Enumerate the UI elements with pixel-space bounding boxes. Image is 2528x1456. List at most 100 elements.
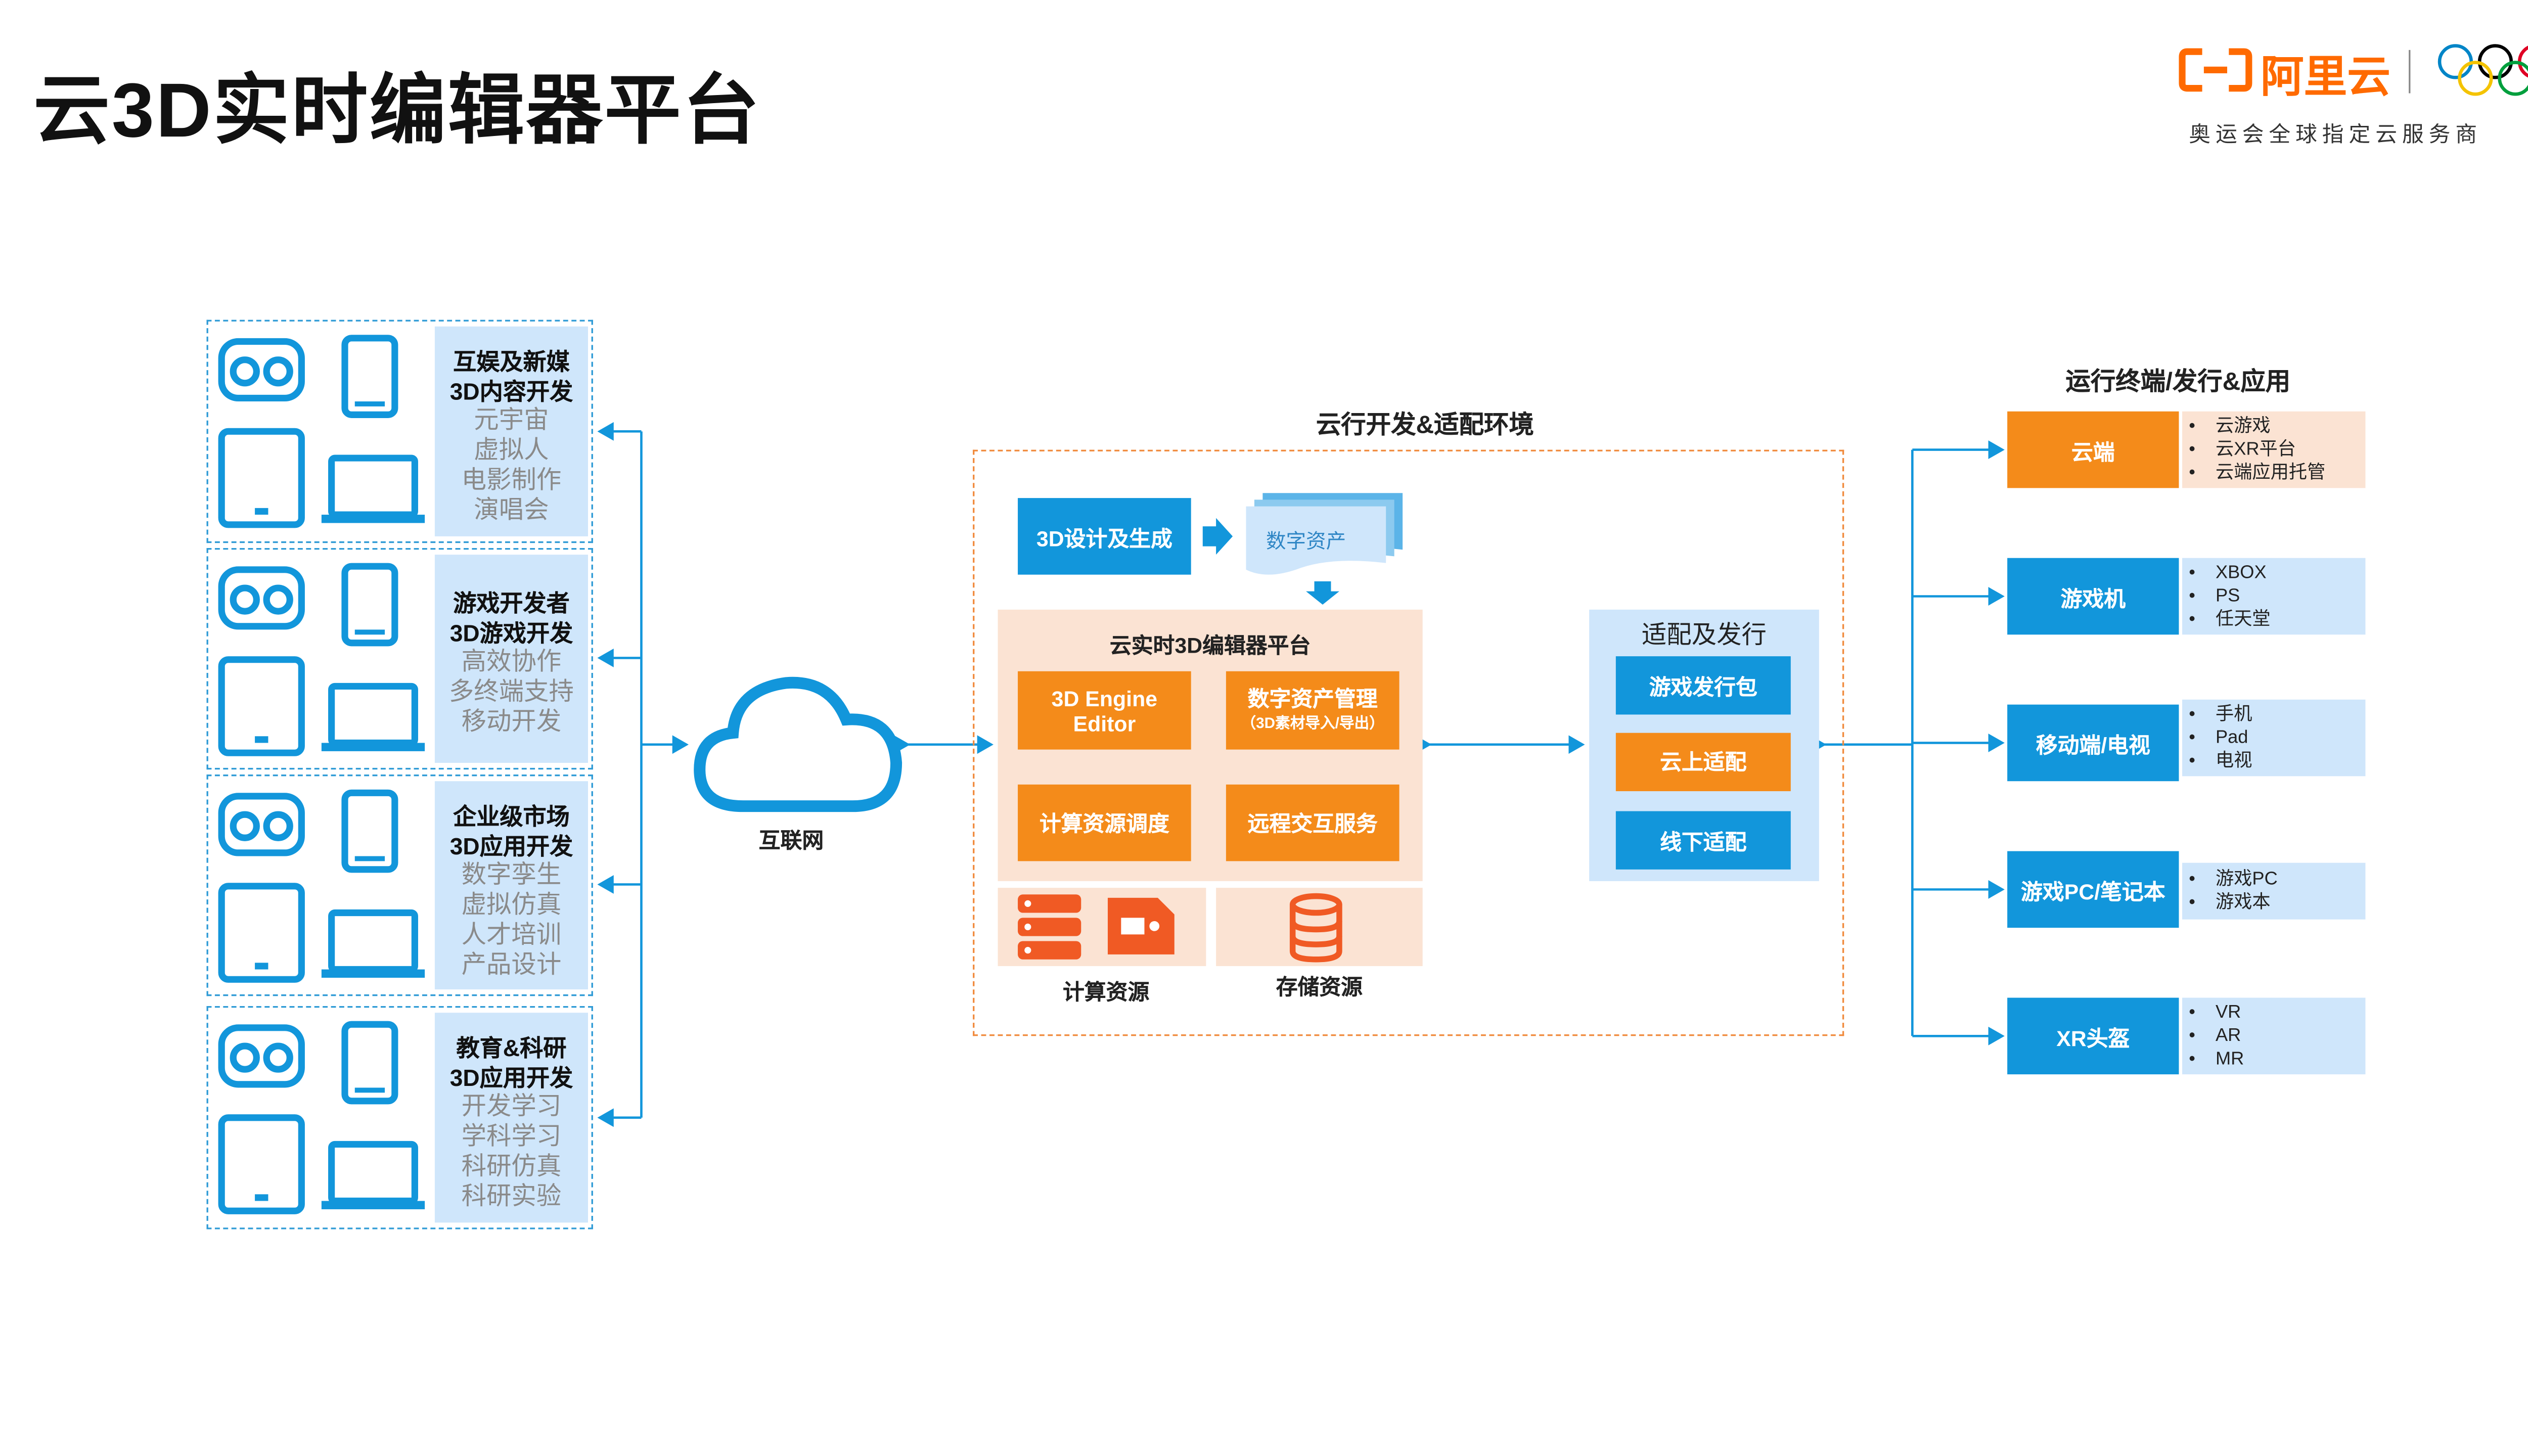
group-item: 人才培训 bbox=[461, 921, 562, 949]
arrow-down-icon bbox=[1306, 581, 1339, 605]
remote-service-box: 远程交互服务 bbox=[1226, 784, 1400, 861]
dev-env-container bbox=[973, 449, 1844, 1036]
group-label: 游戏开发者 3D游戏开发 高效协作 多终端支持 移动开发 bbox=[434, 555, 589, 763]
group-item: 数字孪生 bbox=[461, 861, 562, 890]
offline-adapt-box: 线下适配 bbox=[1615, 811, 1791, 870]
adapt-publish-title: 适配及发行 bbox=[1641, 621, 1767, 650]
group-item: 元宇宙 bbox=[474, 406, 549, 435]
brand-tagline: 奥运会全球指定云服务商 bbox=[2189, 121, 2482, 147]
database-icon bbox=[1289, 893, 1342, 963]
group-subtitle: 3D应用开发 bbox=[449, 833, 573, 860]
terminal-detail: 云游戏 bbox=[2189, 415, 2366, 438]
brand-name: 阿里云 bbox=[2260, 52, 2390, 102]
terminal-xr-details: VR AR MR bbox=[2182, 997, 2366, 1075]
device-icons bbox=[208, 1008, 435, 1227]
dev-env-title: 云行开发&适配环境 bbox=[1316, 411, 1534, 440]
editor-platform-title: 云实时3D编辑器平台 bbox=[1109, 632, 1311, 658]
group-item: 虚拟仿真 bbox=[461, 891, 562, 920]
terminal-detail: 云端应用托管 bbox=[2189, 462, 2366, 485]
user-group-education: 教育&科研 3D应用开发 开发学习 学科学习 科研仿真 科研实验 bbox=[206, 1006, 593, 1230]
group-title: 企业级市场 bbox=[453, 803, 570, 830]
group-subtitle: 3D内容开发 bbox=[449, 378, 573, 405]
terminal-detail: 云XR平台 bbox=[2189, 438, 2366, 462]
group-title: 游戏开发者 bbox=[453, 589, 570, 617]
olympic-rings-icon bbox=[2435, 40, 2528, 100]
terminal-detail: AR bbox=[2189, 1024, 2366, 1048]
logo-divider bbox=[2409, 50, 2411, 94]
user-group-game-dev: 游戏开发者 3D游戏开发 高效协作 多终端支持 移动开发 bbox=[206, 548, 593, 770]
user-group-enterprise: 企业级市场 3D应用开发 数字孪生 虚拟仿真 人才培训 产品设计 bbox=[206, 775, 593, 996]
compute-resource-box bbox=[998, 888, 1206, 966]
group-item: 高效协作 bbox=[461, 648, 562, 676]
group-subtitle: 3D游戏开发 bbox=[449, 619, 573, 647]
group-item: 开发学习 bbox=[461, 1093, 562, 1121]
group-item: 移动开发 bbox=[461, 708, 562, 737]
terminal-console-details: XBOX PS 任天堂 bbox=[2182, 558, 2366, 635]
terminal-pc-laptop: 游戏PC/笔记本 bbox=[2007, 851, 2179, 928]
group-label: 互娱及新媒 3D内容开发 元宇宙 虚拟人 电影制作 演唱会 bbox=[434, 326, 589, 536]
storage-resource-label: 存储资源 bbox=[1276, 974, 1363, 999]
terminal-detail: 游戏本 bbox=[2189, 891, 2366, 915]
group-item: 电影制作 bbox=[461, 466, 562, 495]
game-package-box: 游戏发行包 bbox=[1615, 656, 1791, 715]
group-item: 科研实验 bbox=[461, 1182, 562, 1211]
group-title: 互娱及新媒 bbox=[453, 348, 570, 375]
cloud-adapt-box: 云上适配 bbox=[1615, 733, 1791, 791]
terminals-title: 运行终端/发行&应用 bbox=[2065, 368, 2291, 397]
terminal-console: 游戏机 bbox=[2007, 558, 2179, 635]
gpu-icon bbox=[1107, 897, 1175, 954]
server-icon bbox=[1018, 894, 1081, 960]
terminal-mobile-tv: 移动端/电视 bbox=[2007, 704, 2179, 782]
compute-scheduling-box: 计算资源调度 bbox=[1018, 784, 1191, 861]
laptop-icon bbox=[328, 454, 418, 518]
terminal-xr-headset: XR头盔 bbox=[2007, 997, 2179, 1075]
group-label: 教育&科研 3D应用开发 开发学习 学科学习 科研仿真 科研实验 bbox=[434, 1013, 589, 1223]
terminal-cloud: 云端 bbox=[2007, 411, 2179, 488]
group-item: 产品设计 bbox=[461, 951, 562, 980]
group-subtitle: 3D应用开发 bbox=[449, 1064, 573, 1091]
terminal-detail: XBOX bbox=[2189, 561, 2366, 584]
engine-line2: Editor bbox=[1073, 710, 1136, 736]
internet-label: 互联网 bbox=[758, 828, 824, 853]
terminal-detail: MR bbox=[2189, 1048, 2366, 1071]
terminal-pc-laptop-details: 游戏PC 游戏本 bbox=[2182, 862, 2366, 920]
terminal-detail: VR bbox=[2189, 1001, 2366, 1024]
design-generation-box: 3D设计及生成 bbox=[1018, 498, 1191, 575]
engine-editor-box: 3D Engine Editor bbox=[1018, 671, 1191, 750]
terminal-cloud-details: 云游戏 云XR平台 云端应用托管 bbox=[2182, 411, 2366, 488]
terminal-detail: Pad bbox=[2189, 726, 2366, 749]
device-icons bbox=[208, 550, 435, 768]
compute-resource-label: 计算资源 bbox=[1062, 979, 1150, 1005]
aliyun-logo-icon bbox=[2179, 47, 2252, 93]
device-icons bbox=[208, 776, 435, 994]
digital-assets-icon bbox=[1246, 493, 1403, 575]
user-group-entertainment: 互娱及新媒 3D内容开发 元宇宙 虚拟人 电影制作 演唱会 bbox=[206, 320, 593, 543]
asset-management-box: 数字资产管理 （3D素材导入/导出） bbox=[1226, 671, 1400, 750]
cloud-icon bbox=[693, 669, 903, 816]
engine-line1: 3D Engine bbox=[1051, 685, 1158, 711]
device-icons bbox=[208, 322, 435, 541]
terminal-detail: 手机 bbox=[2189, 703, 2366, 726]
asset-mgmt-sub: （3D素材导入/导出） bbox=[1241, 713, 1384, 731]
terminal-detail: 电视 bbox=[2189, 750, 2366, 773]
page-title: 云3D实时编辑器平台 bbox=[33, 66, 761, 154]
terminal-mobile-tv-details: 手机 Pad 电视 bbox=[2182, 699, 2366, 777]
terminal-detail: PS bbox=[2189, 584, 2366, 608]
asset-mgmt-label: 数字资产管理 bbox=[1247, 685, 1378, 711]
group-item: 演唱会 bbox=[474, 496, 549, 525]
terminal-detail: 游戏PC bbox=[2189, 868, 2366, 891]
vr-headset-icon bbox=[218, 338, 305, 402]
group-item: 多终端支持 bbox=[448, 677, 574, 706]
group-title: 教育&科研 bbox=[456, 1034, 567, 1061]
group-item: 科研仿真 bbox=[461, 1152, 562, 1181]
tablet-icon bbox=[218, 428, 305, 528]
group-item: 学科学习 bbox=[461, 1122, 562, 1151]
terminal-detail: 任天堂 bbox=[2189, 608, 2366, 631]
storage-resource-box bbox=[1216, 888, 1423, 966]
group-label: 企业级市场 3D应用开发 数字孪生 虚拟仿真 人才培训 产品设计 bbox=[434, 781, 589, 990]
digital-assets-label: 数字资产 bbox=[1266, 529, 1346, 553]
phone-icon bbox=[341, 335, 398, 418]
arrow-right-icon bbox=[1202, 518, 1233, 555]
